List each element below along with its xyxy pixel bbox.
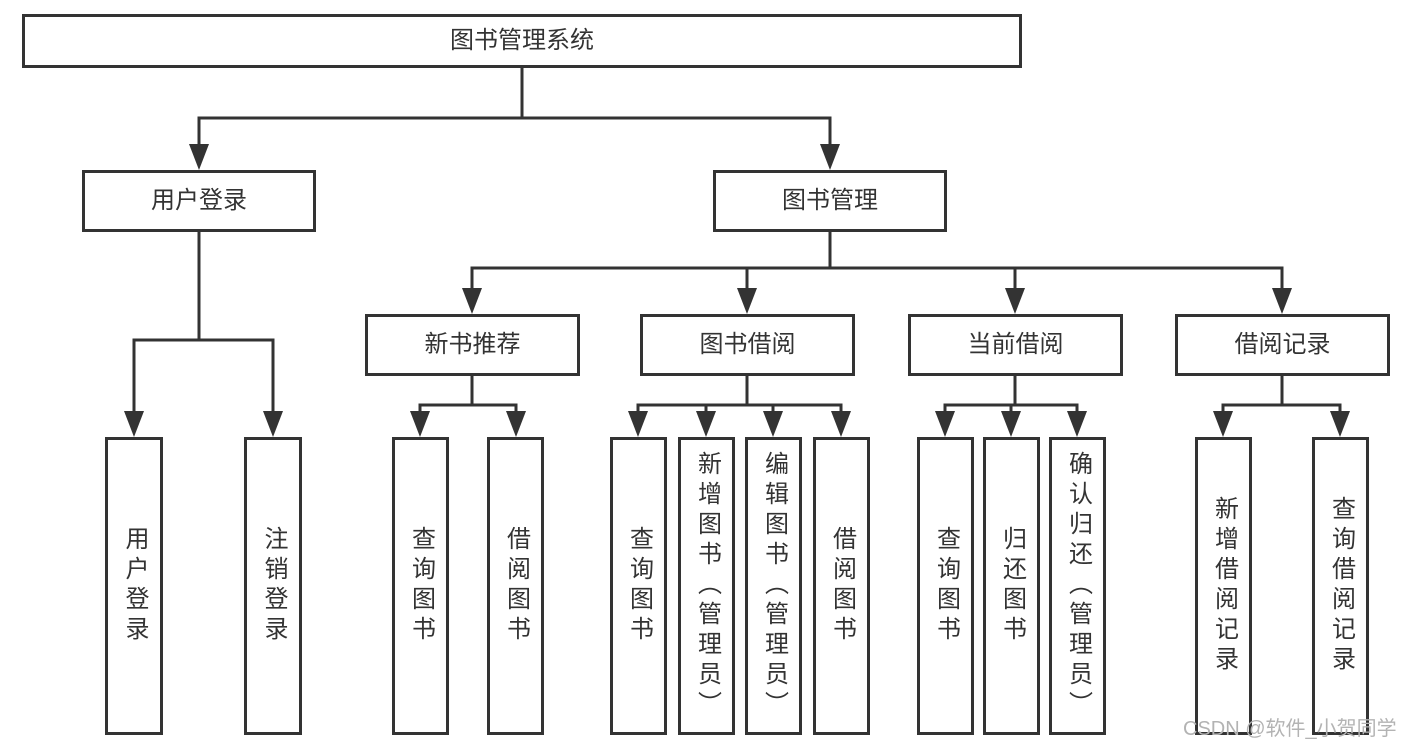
leaf-confirm-return-admin: 确认归还（管理员） [1049,437,1106,735]
node-current-borrowing-label: 当前借阅 [967,331,1064,358]
node-user-login: 用户登录 [82,170,316,232]
leaf-logout: 注销登录 [244,437,302,735]
leaf-borrow-books-borrow-label: 借阅图书 [828,526,856,646]
node-borrowing-records-label: 借阅记录 [1234,331,1331,358]
node-current-borrowing: 当前借阅 [908,314,1123,376]
leaf-user-login: 用户登录 [105,437,163,735]
leaf-confirm-return-admin-label: 确认归还（管理员） [1064,451,1092,721]
node-borrowing-records: 借阅记录 [1175,314,1390,376]
leaf-return-books-label: 归还图书 [998,526,1026,646]
leaf-edit-book-admin: 编辑图书（管理员） [745,437,802,735]
leaf-return-books: 归还图书 [983,437,1040,735]
csdn-watermark: CSDN @软件_小贺同学 [1183,718,1397,740]
node-user-login-label: 用户登录 [151,187,247,214]
node-system-root-label: 图书管理系统 [450,27,594,54]
node-new-book-recommendation: 新书推荐 [365,314,580,376]
node-new-book-recommendation-label: 新书推荐 [424,331,521,358]
leaf-borrow-books-borrow: 借阅图书 [813,437,870,735]
leaf-query-books-current-label: 查询图书 [932,526,960,646]
leaf-add-book-admin: 新增图书（管理员） [678,437,735,735]
leaf-query-books-current: 查询图书 [917,437,974,735]
leaf-user-login-label: 用户登录 [121,526,148,646]
leaf-query-borrow-record: 查询借阅记录 [1312,437,1369,735]
node-system-root: 图书管理系统 [22,14,1022,68]
leaf-query-books-recommend-label: 查询图书 [407,526,435,646]
leaf-edit-book-admin-label: 编辑图书（管理员） [760,451,788,721]
leaf-query-books-borrow-label: 查询图书 [625,526,653,646]
leaf-logout-label: 注销登录 [260,526,287,646]
leaf-add-book-admin-label: 新增图书（管理员） [693,451,721,721]
leaf-borrow-books-recommend: 借阅图书 [487,437,544,735]
leaf-borrow-books-recommend-label: 借阅图书 [502,526,530,646]
node-book-borrowing: 图书借阅 [640,314,855,376]
leaf-query-books-borrow: 查询图书 [610,437,667,735]
leaf-add-borrow-record: 新增借阅记录 [1195,437,1252,735]
arrowheads [124,144,1350,437]
leaf-query-books-recommend: 查询图书 [392,437,449,735]
leaf-add-borrow-record-label: 新增借阅记录 [1210,496,1238,676]
node-book-management: 图书管理 [713,170,947,232]
node-book-borrowing-label: 图书借阅 [699,331,796,358]
node-book-management-label: 图书管理 [782,187,878,214]
leaf-query-borrow-record-label: 查询借阅记录 [1327,496,1355,676]
